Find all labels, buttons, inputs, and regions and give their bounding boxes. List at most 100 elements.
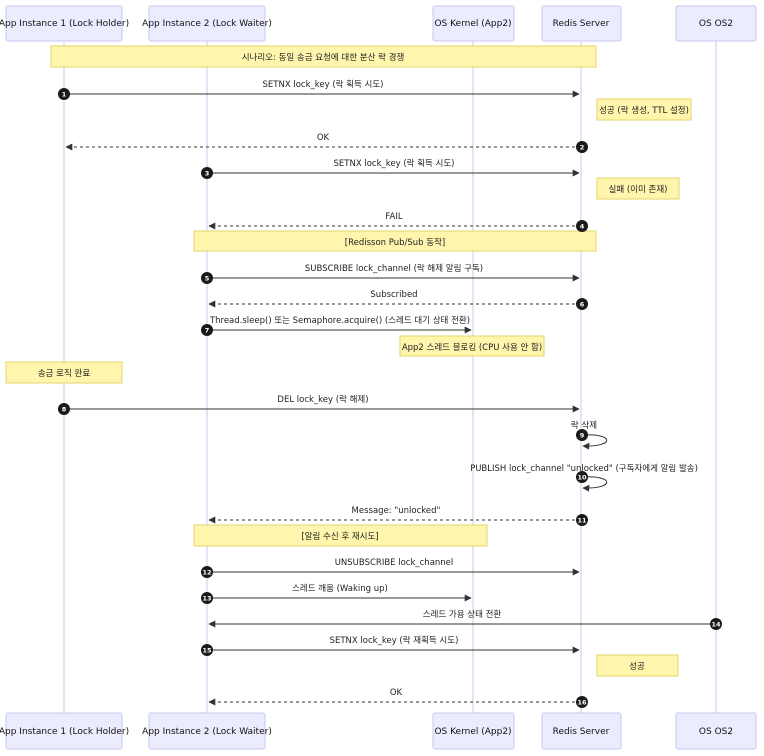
- svg-text:8: 8: [62, 406, 67, 414]
- message-label: OK: [390, 688, 403, 698]
- svg-text:13: 13: [202, 595, 211, 603]
- sequence-badge: 5: [201, 272, 213, 284]
- actor-label: OS Kernel (App2): [434, 19, 511, 29]
- message-label: UNSUBSCRIBE lock_channel: [335, 558, 454, 568]
- svg-text:1: 1: [62, 91, 67, 99]
- sequence-badge: 8: [58, 403, 70, 415]
- sequence-badge: 13: [201, 592, 213, 604]
- note-text: 성공: [629, 662, 645, 672]
- actor-os-bottom: OS Kernel (App2): [432, 712, 515, 750]
- message-label: SUBSCRIBE lock_channel (락 해제 알림 구독): [305, 263, 483, 274]
- svg-text:7: 7: [205, 327, 210, 335]
- message-6: Subscribed 6: [208, 290, 588, 310]
- actor-redis-bottom: Redis Server: [541, 712, 622, 750]
- message-label: SETNX lock_key (락 획득 시도): [334, 158, 455, 169]
- note-retry-after-notify: [알림 수신 후 재시도]: [193, 524, 488, 547]
- svg-text:14: 14: [711, 621, 721, 629]
- note-text: 성공 (락 생성, TTL 설정): [599, 105, 689, 116]
- message-9: 락 삭제 9: [571, 420, 608, 450]
- message-label: 락 삭제: [571, 420, 597, 431]
- message-7: Thread.sleep() 또는 Semaphore.acquire() (스…: [201, 315, 472, 336]
- svg-text:9: 9: [580, 432, 585, 440]
- note-thread-blocking: App2 스레드 블로킹 (CPU 사용 안 함): [399, 335, 545, 357]
- actor-label: App Instance 2 (Lock Waiter): [142, 19, 272, 29]
- note-pubsub: [Redisson Pub/Sub 동작]: [193, 230, 597, 252]
- actor-label: App Instance 1 (Lock Holder): [0, 19, 129, 29]
- note-text: [알림 수신 후 재시도]: [301, 531, 378, 542]
- actor-os2-top: OS OS2: [675, 5, 757, 42]
- message-label: Subscribed: [370, 290, 417, 300]
- actor-label: Redis Server: [553, 19, 610, 29]
- sequence-badge: 15: [201, 644, 213, 656]
- note-success: 성공: [596, 654, 679, 677]
- note-transfer-done: 송금 로직 완료: [5, 361, 123, 384]
- actor-app1-top: App Instance 1 (Lock Holder): [0, 5, 129, 42]
- message-label: Message: "unlocked": [352, 506, 441, 516]
- sequence-badge: 10: [576, 471, 588, 483]
- note-text: App2 스레드 블로킹 (CPU 사용 안 함): [402, 342, 542, 353]
- message-label: 스레드 가용 상태 전환: [423, 609, 502, 620]
- message-2: OK 2: [65, 133, 588, 153]
- message-label: FAIL: [385, 212, 402, 222]
- svg-text:5: 5: [205, 275, 210, 283]
- actor-app2-top: App Instance 2 (Lock Waiter): [142, 5, 272, 42]
- message-11: Message: "unlocked" 11: [208, 506, 588, 526]
- svg-text:2: 2: [580, 144, 585, 152]
- actor-label: OS OS2: [699, 19, 733, 29]
- note-scenario: 시나리오: 동일 송금 요청에 대한 분산 락 경쟁: [50, 45, 597, 68]
- message-12: UNSUBSCRIBE lock_channel 12: [201, 558, 580, 578]
- sequence-badge: 9: [576, 429, 588, 441]
- svg-text:3: 3: [205, 170, 210, 178]
- message-label: Thread.sleep() 또는 Semaphore.acquire() (스…: [209, 315, 470, 326]
- sequence-badge: 1: [58, 88, 70, 100]
- message-3: SETNX lock_key (락 획득 시도) 3: [201, 158, 580, 179]
- actor-redis-top: Redis Server: [541, 5, 622, 42]
- message-label: SETNX lock_key (락 재획득 시도): [330, 635, 459, 646]
- sequence-badge: 12: [201, 566, 213, 578]
- sequence-badge: 11: [576, 514, 588, 526]
- actor-label: App Instance 1 (Lock Holder): [0, 727, 129, 737]
- sequence-badge: 7: [201, 324, 213, 336]
- actor-label: App Instance 2 (Lock Waiter): [142, 727, 272, 737]
- sequence-badge: 4: [576, 220, 588, 232]
- message-label: SETNX lock_key (락 획득 시도): [263, 79, 384, 90]
- message-label: PUBLISH lock_channel "unlocked" (구독자에게 알…: [470, 463, 698, 474]
- message-label: OK: [317, 133, 330, 143]
- svg-text:15: 15: [202, 647, 212, 655]
- message-5: SUBSCRIBE lock_channel (락 해제 알림 구독) 5: [201, 263, 580, 284]
- message-label: DEL lock_key (락 해제): [277, 394, 368, 405]
- actor-label: Redis Server: [553, 727, 610, 737]
- note-lock-failed: 실패 (이미 존재): [596, 177, 680, 200]
- note-text: 시나리오: 동일 송금 요청에 대한 분산 락 경쟁: [242, 52, 405, 63]
- message-16: OK 16: [208, 688, 588, 708]
- sequence-badge: 3: [201, 167, 213, 179]
- actor-os2-bottom: OS OS2: [675, 712, 757, 750]
- message-8: DEL lock_key (락 해제) 8: [58, 394, 580, 415]
- note-lock-created: 성공 (락 생성, TTL 설정): [596, 98, 692, 121]
- svg-text:6: 6: [580, 301, 585, 309]
- message-4: FAIL 4: [208, 212, 588, 232]
- message-label: 스레드 깨움 (Waking up): [292, 583, 388, 594]
- svg-text:4: 4: [580, 223, 585, 231]
- actor-app2-bottom: App Instance 2 (Lock Waiter): [142, 712, 272, 750]
- message-13: 스레드 깨움 (Waking up) 13: [201, 583, 472, 604]
- sequence-badge: 6: [576, 298, 588, 310]
- sequence-badge: 16: [576, 696, 588, 708]
- actor-label: OS OS2: [699, 727, 733, 737]
- svg-text:10: 10: [577, 474, 587, 482]
- svg-text:12: 12: [202, 569, 211, 577]
- sequence-badge: 14: [710, 618, 722, 630]
- svg-text:11: 11: [577, 517, 587, 525]
- message-1: SETNX lock_key (락 획득 시도) 1: [58, 79, 580, 100]
- svg-text:16: 16: [577, 699, 587, 707]
- note-text: [Redisson Pub/Sub 동작]: [345, 237, 445, 248]
- actor-label: OS Kernel (App2): [434, 727, 511, 737]
- message-14: 스레드 가용 상태 전환 14: [208, 609, 722, 630]
- sequence-badge: 2: [576, 141, 588, 153]
- message-15: SETNX lock_key (락 재획득 시도) 15: [201, 635, 580, 656]
- note-text: 송금 로직 완료: [38, 368, 91, 379]
- actor-app1-bottom: App Instance 1 (Lock Holder): [0, 712, 129, 750]
- message-10: PUBLISH lock_channel "unlocked" (구독자에게 알…: [470, 463, 698, 492]
- actor-os-top: OS Kernel (App2): [432, 5, 515, 42]
